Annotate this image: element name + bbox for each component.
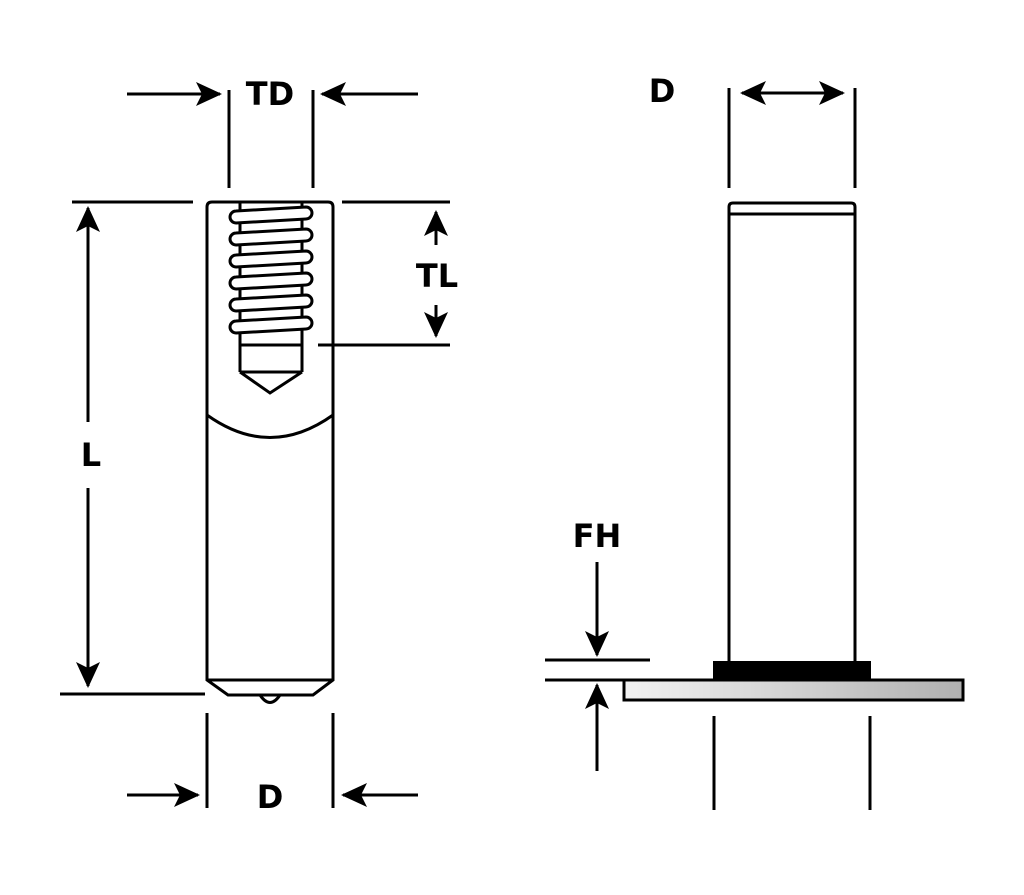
stud-body-outline bbox=[205, 200, 335, 697]
fh-label: FH bbox=[573, 517, 622, 555]
td-dimension: TD bbox=[127, 75, 418, 188]
l-label: L bbox=[81, 436, 101, 474]
weld-flange bbox=[713, 661, 871, 680]
tl-dimension: TL bbox=[318, 200, 458, 347]
base-plate bbox=[622, 678, 965, 702]
weld-tip bbox=[258, 694, 282, 704]
d-right-dimension: D bbox=[649, 72, 857, 188]
thread-coils bbox=[228, 205, 314, 335]
tl-label: TL bbox=[416, 257, 458, 295]
d-left-dimension: D bbox=[127, 713, 418, 816]
td-label: TD bbox=[246, 75, 294, 113]
d-right-label: D bbox=[649, 72, 676, 110]
body-transition-arc bbox=[206, 413, 334, 439]
pin-body-outline bbox=[727, 201, 857, 661]
fh-dimension: FH bbox=[545, 517, 650, 771]
l-dimension: L bbox=[60, 200, 205, 696]
d-left-label: D bbox=[257, 778, 284, 816]
welded-pin-view: D FH bbox=[545, 72, 965, 810]
threaded-stud-view: TD TL L D bbox=[60, 75, 458, 816]
